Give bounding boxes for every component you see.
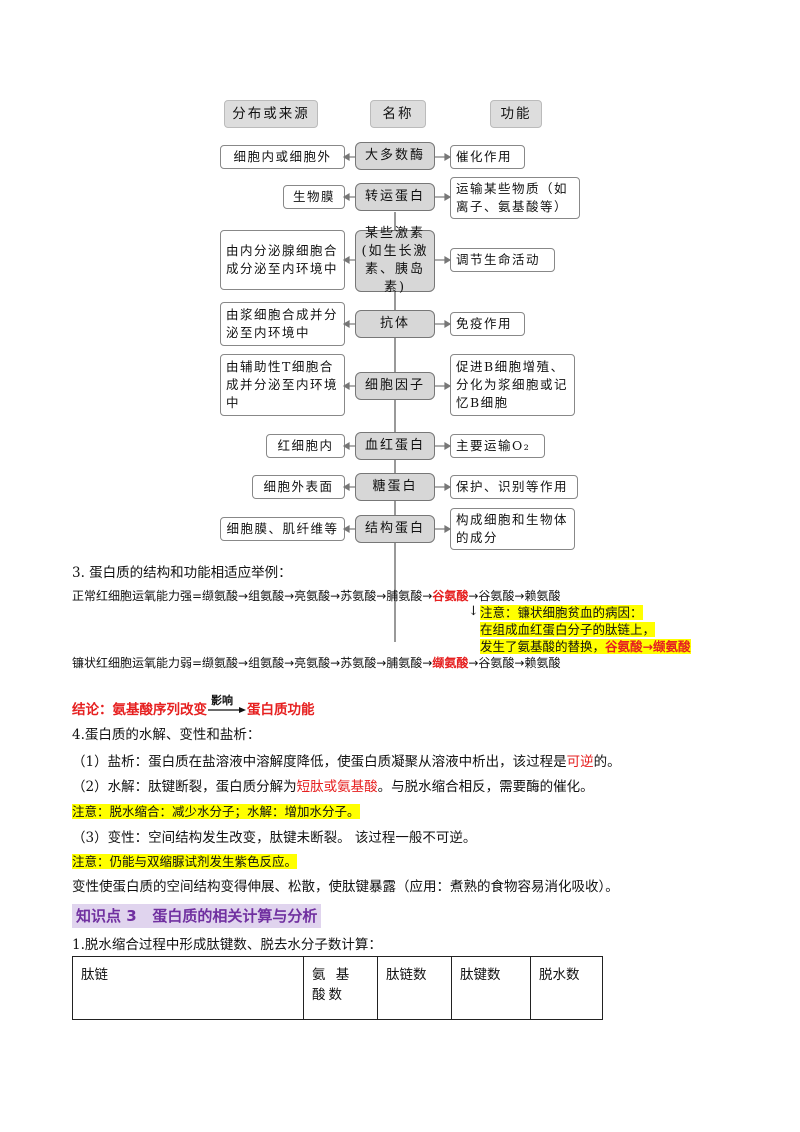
knowledge-point-heading: 知识点 3 蛋白质的相关计算与分析 [72,904,322,928]
protein-function-diagram: 分布或来源 名称 功能 细胞内或细胞外 大多数酶 催化作用 生物膜 转运蛋白 运… [210,92,600,642]
conclusion: 结论：氨基酸序列改变影响蛋白质功能 [72,694,315,720]
function-box: 促进B细胞增殖、分化为浆细胞或记忆B细胞 [450,354,575,416]
normal-chain-suffix: →谷氨酸→赖氨酸 [468,589,561,603]
source-box: 细胞内或细胞外 [220,145,345,169]
note-dehydration-text: 注意：脱水缩合：减少水分子；水解：增加水分子。 [72,804,360,819]
header-source: 分布或来源 [224,100,318,128]
header-function: 功能 [490,100,542,128]
name-box: 大多数酶 [355,142,435,170]
note-biuret: 注意：仍能与双缩脲试剂发生紫色反应。 [72,852,298,872]
conclusion-left: 结论：氨基酸序列改变 [72,702,207,718]
note-biuret-text: 注意：仍能与双缩脲试剂发生紫色反应。 [72,854,298,869]
function-box: 调节生命活动 [450,248,555,272]
sickle-chain-prefix: 镰状红细胞运氧能力弱=缬氨酸→组氨酸→亮氨酸→苏氨酸→脯氨酸→ [72,656,433,670]
name-box: 血红蛋白 [355,432,435,460]
note-line-2: 在组成血红蛋白分子的肽链上， [480,622,656,637]
diagram-spine [394,212,396,642]
source-box: 由辅助性T细胞合成并分泌至内环境中 [220,354,345,416]
sickle-chain-key: 缬氨酸 [432,656,469,670]
note-dehydration: 注意：脱水缩合：减少水分子；水解：增加水分子。 [72,802,360,822]
conclusion-arrow-label: 影响 [211,694,233,707]
source-box: 红细胞内 [266,434,345,458]
salting-out-text: （1）盐析：蛋白质在盐溶液中溶解度降低，使蛋白质凝聚从溶液中析出，该过程是可逆的… [72,752,621,772]
header-name: 名称 [370,100,426,128]
salting-text-a: （1）盐析：蛋白质在盐溶液中溶解度降低，使蛋白质凝聚从溶液中析出，该过程是 [72,754,567,770]
calc-table: 肽链 氨 基 酸数 肽链数 肽键数 脱水数 [72,956,603,1020]
sickle-chain-suffix: →谷氨酸→赖氨酸 [468,656,561,670]
knowledge-label: 知识点 3 [76,907,137,925]
conclusion-arrow: 影响 [207,694,247,720]
normal-chain: 正常红细胞运氧能力强=缬氨酸→组氨酸→亮氨酸→苏氨酸→脯氨酸→谷氨酸→谷氨酸→赖… [72,586,560,606]
sickle-note: 注意：镰状细胞贫血的病因： 在组成血红蛋白分子的肽链上， 发生了氨基酸的替换，谷… [480,604,691,655]
table-header-cell: 肽键数 [451,956,531,1020]
sickle-chain: 镰状红细胞运氧能力弱=缬氨酸→组氨酸→亮氨酸→苏氨酸→脯氨酸→缬氨酸→谷氨酸→赖… [72,653,560,673]
table-header-cell: 脱水数 [530,956,603,1020]
arrow-icon [208,707,246,713]
function-box: 免疫作用 [450,312,525,336]
conclusion-right: 蛋白质功能 [247,702,315,718]
diagram-connectors [342,152,452,534]
note-line-3: 发生了氨基酸的替换， [480,639,606,654]
source-box: 由浆细胞合成并分泌至内环境中 [220,302,345,346]
name-box: 转运蛋白 [355,183,435,211]
section4-title: 4.蛋白质的水解、变性和盐析： [72,727,261,743]
source-box: 由内分泌腺细胞合成分泌至内环境中 [220,230,345,290]
section3-title: 3. 蛋白质的结构和功能相适应举例： [72,565,292,581]
down-arrow: ↓ [468,604,479,619]
normal-chain-prefix: 正常红细胞运氧能力强=缬氨酸→组氨酸→亮氨酸→苏氨酸→脯氨酸→ [72,589,433,603]
source-box: 细胞外表面 [252,475,345,499]
salting-red: 可逆 [566,754,594,770]
name-box: 抗体 [355,310,435,338]
hydro-red: 短肽或氨基酸 [296,779,378,795]
hydro-text-a: （2）水解：肽键断裂，蛋白质分解为 [72,779,297,795]
name-box: 糖蛋白 [355,473,435,501]
source-box: 生物膜 [283,185,345,209]
denaturation-use: 变性使蛋白质的空间结构变得伸展、松散，使肽键暴露（应用：煮熟的食物容易消化吸收）… [72,879,619,895]
function-box: 保护、识别等作用 [450,475,578,499]
name-box: 结构蛋白 [355,515,435,543]
table-row: 肽链 氨 基 酸数 肽链数 肽键数 脱水数 [72,956,603,1020]
calc-title: 1.脱水缩合过程中形成肽键数、脱去水分子数计算： [72,937,382,953]
salting-text-b: 的。 [593,754,621,770]
function-box: 运输某些物质（如离子、氨基酸等） [450,177,580,219]
normal-chain-key: 谷氨酸 [432,589,469,603]
table-header-cell: 肽链数 [377,956,452,1020]
function-box: 主要运输O₂ [450,434,545,458]
name-box: 某些激素(如生长激素、胰岛素) [355,226,435,295]
source-box: 细胞膜、肌纤维等 [220,517,345,541]
denaturation-text: （3）变性：空间结构发生改变，肽键未断裂。 该过程一般不可逆。 [72,830,477,846]
function-box: 催化作用 [450,145,525,169]
function-box: 构成细胞和生物体的成分 [450,508,575,550]
knowledge-title: 蛋白质的相关计算与分析 [152,907,318,925]
name-box: 细胞因子 [355,372,435,400]
table-header-cell: 肽链 [72,956,304,1020]
hydro-text-b: 。与脱水缩合相反，需要酶的催化。 [377,779,594,795]
note-swap: 谷氨酸→缬氨酸 [605,639,691,654]
table-header-cell: 氨 基 酸数 [303,956,378,1020]
hydrolysis-text: （2）水解：肽键断裂，蛋白质分解为短肽或氨基酸。与脱水缩合相反，需要酶的催化。 [72,777,594,797]
note-line-1: 注意：镰状细胞贫血的病因： [480,605,643,620]
